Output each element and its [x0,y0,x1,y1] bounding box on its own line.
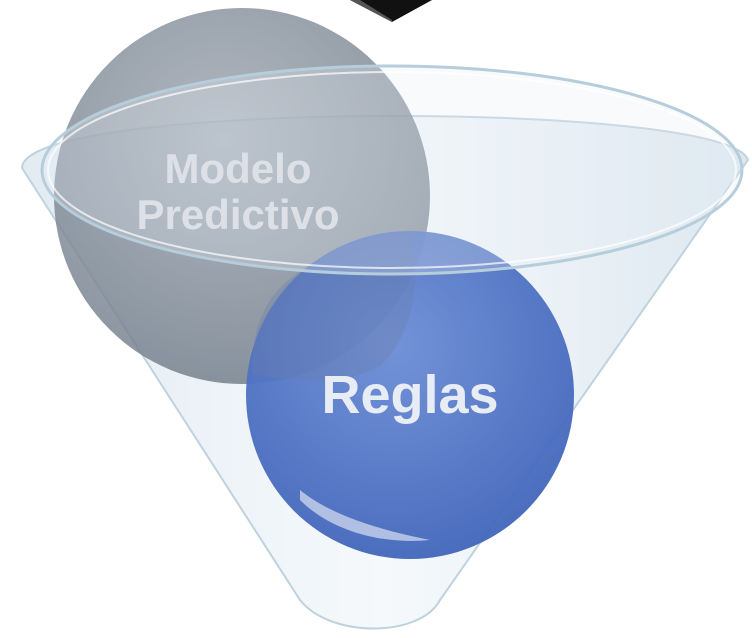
reglas-line-1: Reglas [321,365,499,425]
funnel-rim-inner [47,71,737,269]
reglas-label: Reglas [268,365,552,425]
funnel-rim [40,64,744,276]
reglas-highlight [300,490,430,541]
top-connector-shape [350,0,432,22]
reglas-circle [246,231,574,559]
modelo-predictivo-line-1: Modelo [164,145,312,192]
modelo-predictivo-label: Modelo Predictivo [100,145,376,239]
circle-overlap [252,232,416,381]
modelo-predictivo-line-2: Predictivo [136,191,340,239]
